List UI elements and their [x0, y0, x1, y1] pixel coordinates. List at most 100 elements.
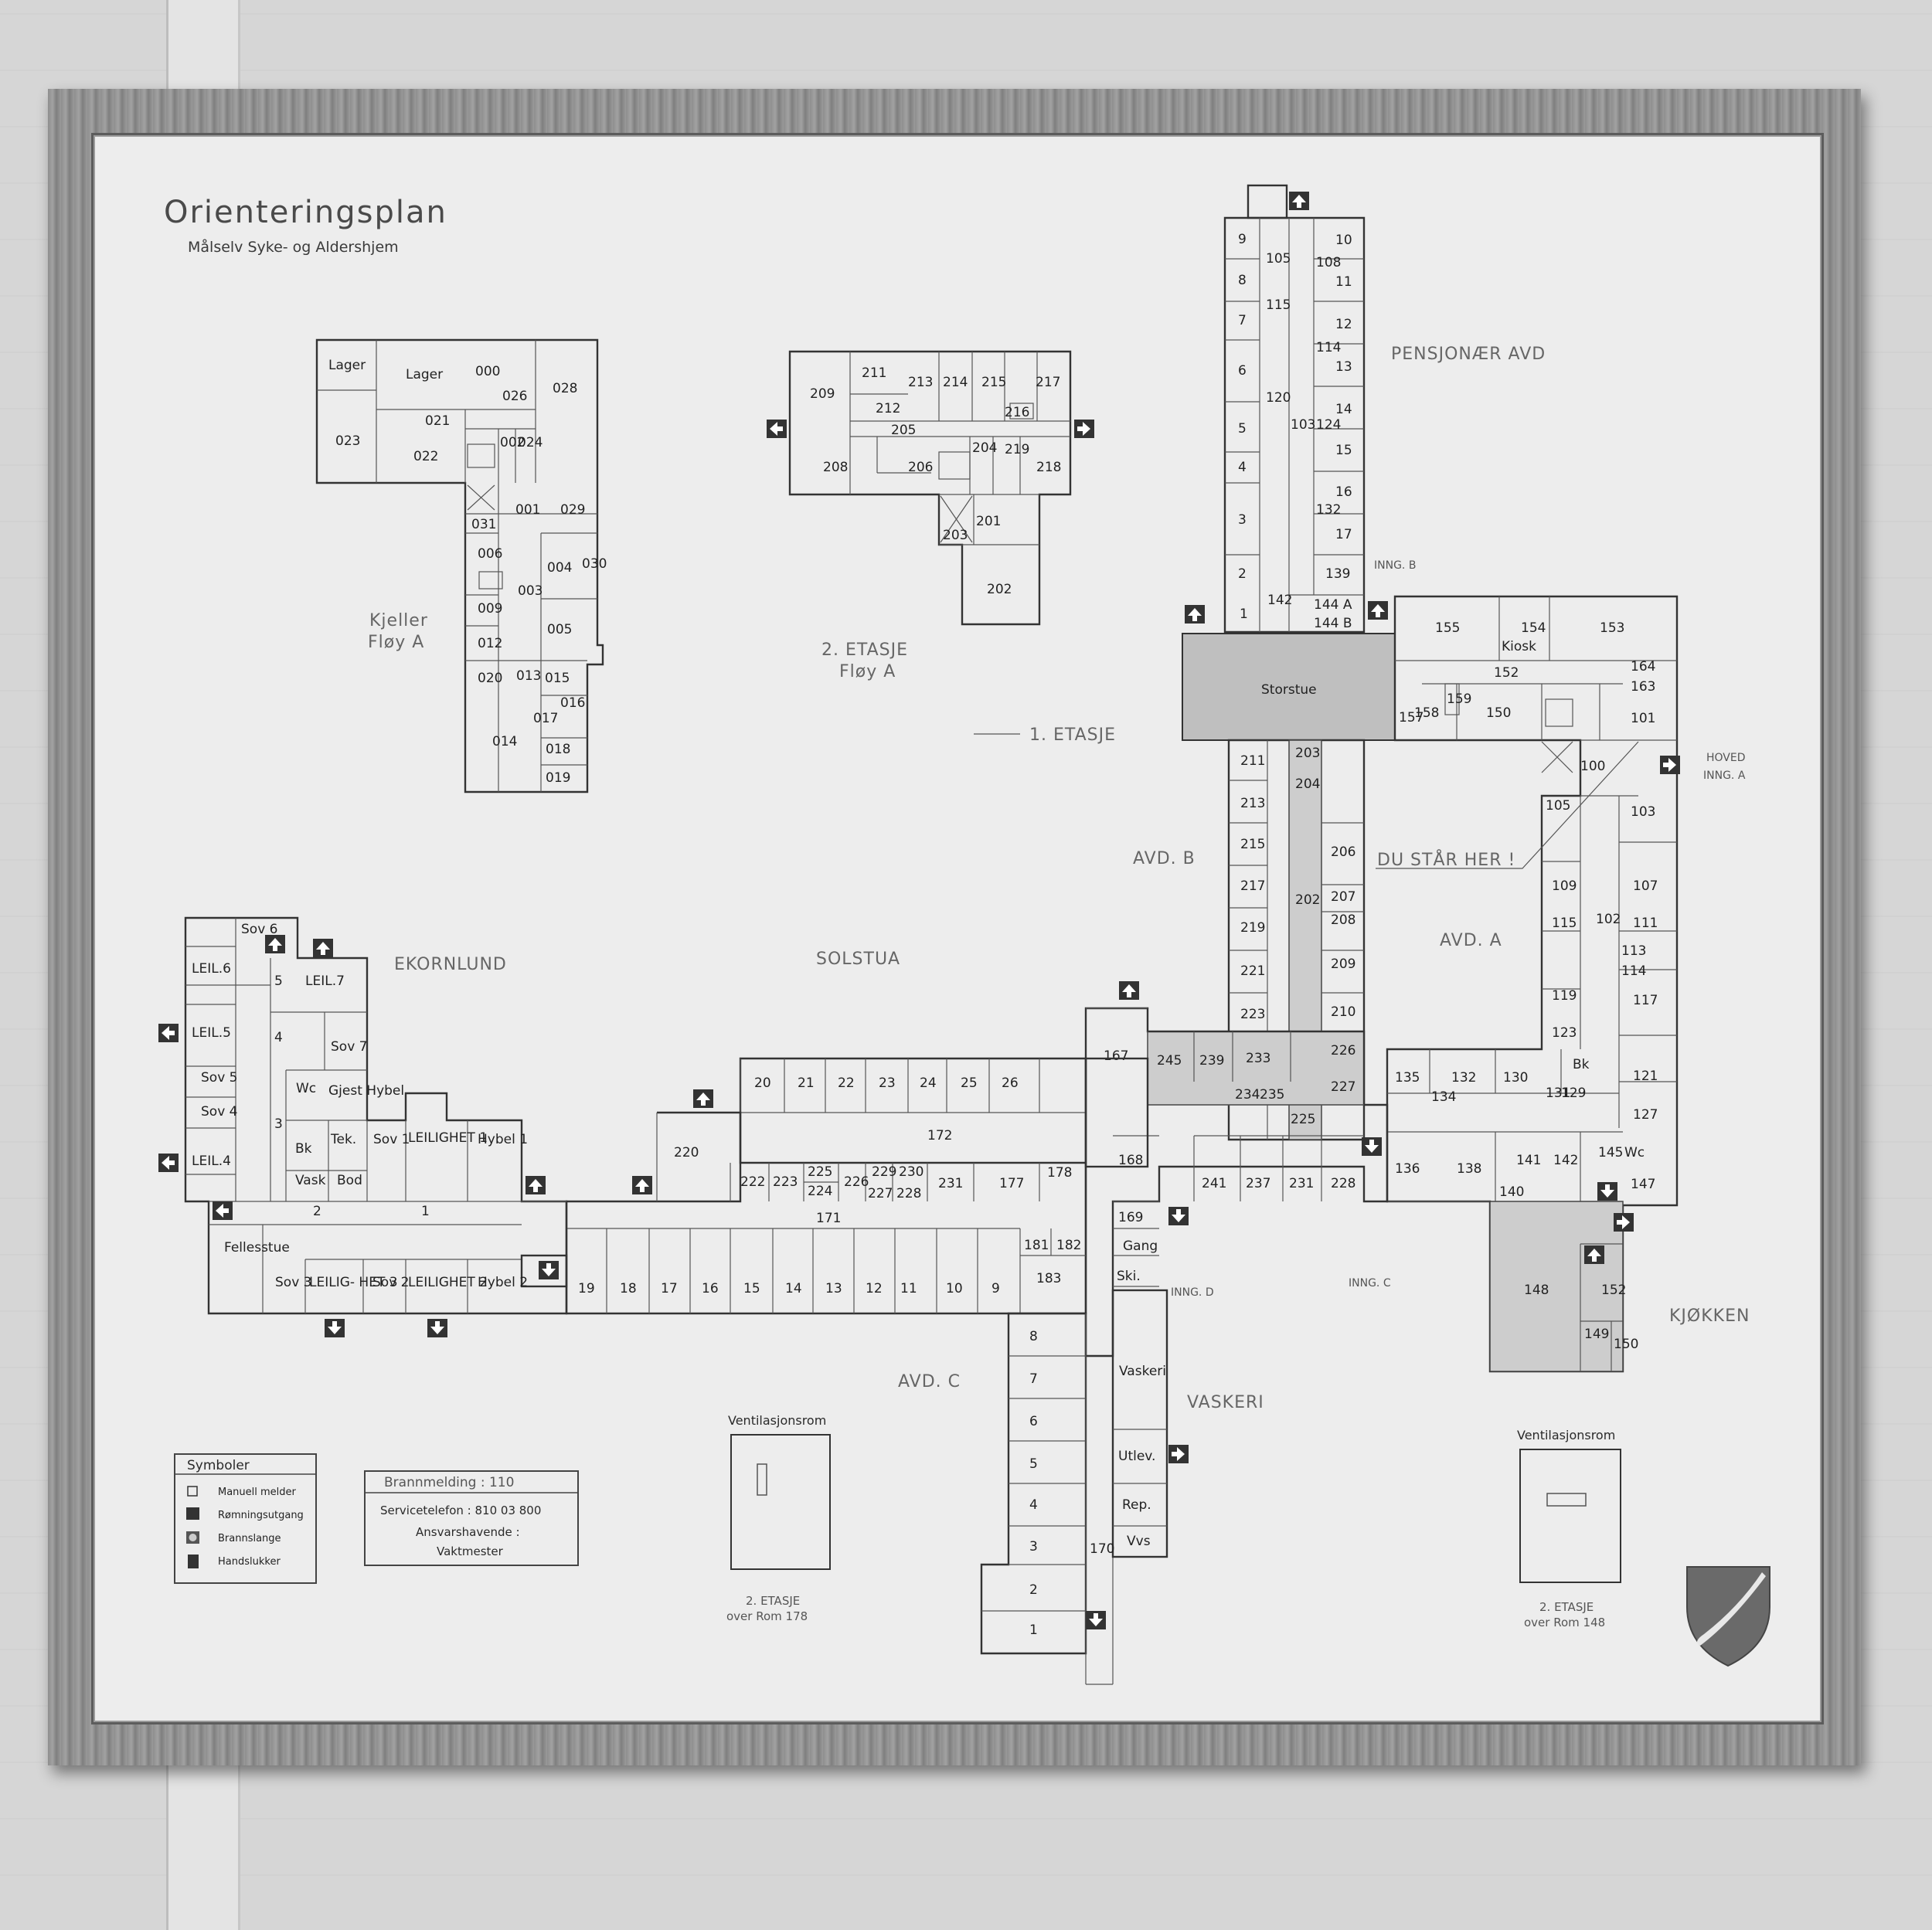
room-label: 177 [999, 1176, 1024, 1191]
room-label: 006 [478, 546, 502, 562]
exit-sign-icon[interactable] [539, 1261, 559, 1279]
room-label: 141 [1516, 1153, 1541, 1168]
hoved-inng-label-2: INNG. A [1703, 770, 1746, 782]
room-label: 147 [1631, 1177, 1655, 1192]
exit-sign-icon[interactable] [693, 1089, 713, 1108]
legend-item: Manuell melder [218, 1487, 297, 1498]
room-label: 115 [1552, 916, 1577, 931]
exit-sign-icon[interactable] [767, 420, 787, 438]
room-label: 163 [1631, 679, 1655, 695]
room-label: 127 [1633, 1107, 1658, 1123]
room-label: 2 [1238, 566, 1247, 582]
room-label: 114 [1621, 963, 1646, 979]
floor-plan-board [91, 133, 1824, 1724]
room-label: 023 [335, 433, 360, 449]
avd-b-wing [1084, 739, 1389, 1357]
exit-sign-icon[interactable] [1168, 1207, 1189, 1225]
room-label: 15 [743, 1281, 760, 1296]
room-label: 3 [1238, 512, 1247, 528]
ekornlund-wing [184, 916, 568, 1315]
room-label: 6 [1029, 1414, 1038, 1429]
exit-sign-icon[interactable] [1168, 1445, 1189, 1463]
room-label: 4 [1029, 1497, 1038, 1513]
exit-sign-icon[interactable] [1289, 192, 1309, 210]
exit-sign-icon[interactable] [213, 1201, 233, 1220]
room-label: 234 [1235, 1087, 1260, 1103]
exit-sign-icon[interactable] [158, 1024, 179, 1042]
exit-sign-icon[interactable] [1119, 981, 1139, 1000]
exit-sign-icon[interactable] [265, 935, 285, 953]
room-label: 107 [1633, 878, 1658, 894]
du-star-her-pointer [1376, 741, 1639, 869]
room-label: 014 [492, 734, 517, 749]
storstue-label: Storstue [1261, 682, 1317, 698]
room-label: Fellesstue [224, 1240, 290, 1256]
room-label: 26 [1002, 1075, 1019, 1091]
room-label: 9 [992, 1281, 1000, 1296]
room-label: 23 [879, 1075, 896, 1091]
room-label: 142 [1553, 1153, 1578, 1168]
room-label: Bk [295, 1141, 312, 1157]
exit-sign-icon[interactable] [1185, 605, 1205, 624]
exit-sign-icon[interactable] [632, 1176, 652, 1194]
kjeller-label-1: Kjeller [369, 611, 428, 630]
room-label: 18 [620, 1281, 637, 1296]
legend-title: Symboler [187, 1458, 250, 1473]
room-label: 209 [810, 386, 835, 402]
exit-sign-icon[interactable] [1074, 420, 1094, 438]
room-label: 212 [876, 401, 900, 416]
solstua-label: SOLSTUA [816, 950, 900, 969]
exit-sign-icon[interactable] [526, 1176, 546, 1194]
avd-c-wing [980, 1289, 1168, 1685]
room-label: 121 [1633, 1069, 1658, 1084]
room-label: 028 [553, 381, 577, 396]
exit-sign-icon[interactable] [427, 1319, 447, 1337]
room-label: LEILIGHET 2 [408, 1275, 488, 1290]
room-label: LEILIG- HET 3 [309, 1275, 398, 1290]
room-label: 215 [981, 375, 1006, 390]
room-label: 181 [1024, 1238, 1049, 1253]
room-label: 13 [825, 1281, 842, 1296]
room-label: LEIL.6 [192, 961, 231, 977]
room-label: 7 [1029, 1371, 1038, 1387]
room-label: Hybel 1 [478, 1132, 528, 1147]
solstua-wing [565, 1007, 1149, 1315]
exit-sign-icon[interactable] [313, 939, 333, 957]
exit-sign-icon[interactable] [158, 1154, 179, 1172]
room-label: 135 [1395, 1070, 1420, 1086]
room-label: 000 [475, 364, 500, 379]
avd-b-label: AVD. B [1133, 849, 1196, 868]
kjeller-floor [315, 338, 604, 793]
exit-sign-icon[interactable] [1362, 1137, 1382, 1156]
room-label: 157 [1399, 710, 1423, 725]
exit-sign-icon[interactable] [1086, 1611, 1106, 1629]
exit-sign-icon[interactable] [1614, 1213, 1634, 1232]
room-label: 201 [976, 514, 1001, 529]
exit-sign-icon[interactable] [1584, 1245, 1604, 1264]
room-label: 111 [1633, 916, 1658, 931]
room-label: 229 [872, 1164, 896, 1180]
room-label: 228 [896, 1186, 921, 1201]
plan-title: Orienteringsplan [164, 195, 447, 230]
room-label: Sov 4 [201, 1104, 237, 1120]
room-label: Vask [295, 1173, 326, 1188]
room-label: 219 [1240, 920, 1265, 936]
exit-sign-icon[interactable] [1368, 601, 1388, 620]
room-label: 5 [274, 973, 283, 989]
etasje2-label-1: 2. ETASJE [821, 641, 908, 660]
exit-sign-icon[interactable] [1660, 756, 1680, 774]
room-label: 7 [1238, 313, 1247, 328]
room-label: 219 [1005, 442, 1029, 457]
room-label: 120 [1266, 390, 1291, 406]
room-label: 170 [1090, 1541, 1114, 1557]
room-label: 5 [1238, 421, 1247, 437]
room-label: Vvs [1127, 1534, 1151, 1549]
exit-sign-icon[interactable] [325, 1319, 345, 1337]
vaktmester-text: Vaktmester [437, 1544, 504, 1558]
room-label: 178 [1047, 1165, 1072, 1181]
info-box: Brannmelding : 110 Servicetelefon : 810 … [364, 1470, 579, 1566]
room-label: 109 [1552, 878, 1577, 894]
exit-sign-icon[interactable] [1597, 1182, 1617, 1201]
room-label: 1 [1029, 1622, 1038, 1638]
